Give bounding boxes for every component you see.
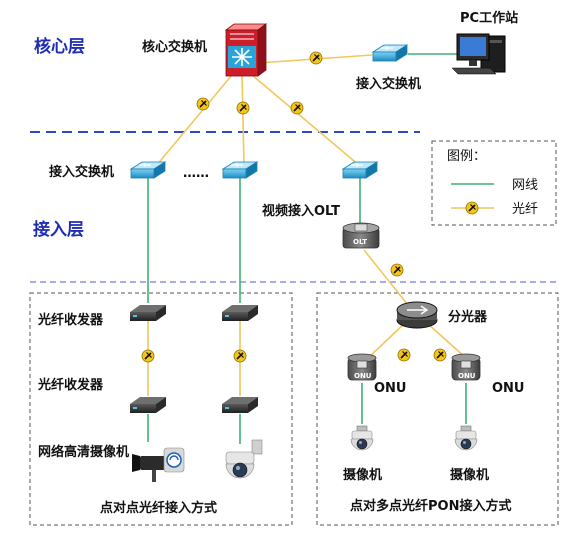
legend-cable-label: 网线 [512,178,538,193]
video-olt-label: 视频接入OLT [262,203,340,219]
dome-camera-pon-left-icon[interactable] [350,425,374,451]
core-switch-label: 核心交换机 [142,39,207,55]
legend-fiber-label: 光纤 [512,202,538,217]
access-switch-top-icon[interactable] [372,44,408,62]
access-switch-3-icon[interactable] [342,161,378,179]
pc-workstation-icon[interactable] [451,33,506,75]
access-layer-label: 接入层 [33,219,84,240]
core-switch-icon[interactable] [224,23,268,77]
access-switch-2-icon[interactable] [222,161,258,179]
fiber-transceiver-1b-icon[interactable] [222,305,258,321]
pc-workstation-label: PC工作站 [460,10,518,26]
onu-right-badge: ONU [458,372,476,380]
p2p-group-caption: 点对点光纤接入方式 [100,500,217,516]
camera-right-label: 摄像机 [450,467,489,483]
legend-fiber-marker [465,201,479,215]
onu-right-label: ONU [492,381,525,396]
fiber-links [147,54,467,396]
legend-box [431,140,557,226]
fiber-transceiver-2b-icon[interactable] [222,397,258,413]
pon-group-box [316,292,559,526]
onu-left-badge: ONU [354,372,372,380]
ellipsis-label: …… [183,166,209,181]
cable-links [147,53,467,444]
camera-left-label: 摄像机 [343,467,382,483]
hd-camera-label: 网络高清摄像机 [38,444,129,460]
legend-title: 图例： [447,149,486,164]
fiber-transceiver-2a-icon[interactable] [130,397,166,413]
fiber-transceiver-2-label: 光纤收发器 [37,377,104,393]
splitter-label: 分光器 [448,309,488,325]
onu-left-label: ONU [374,381,407,396]
olt-icon[interactable] [342,222,380,249]
dome-camera-pon-right-icon[interactable] [454,425,478,451]
hd-bullet-camera-icon[interactable] [132,447,185,482]
fiber-transceiver-1-label: 光纤收发器 [37,312,104,328]
dome-camera-p2p-icon[interactable] [225,439,263,479]
access-switch-left-label: 接入交换机 [49,164,114,180]
p2p-group-box [29,292,293,526]
core-layer-label: 核心层 [34,36,85,57]
pon-group-caption: 点对多点光纤PON接入方式 [350,498,511,514]
fiber-transceiver-1a-icon[interactable] [130,305,166,321]
access-switch-top-label: 接入交换机 [356,76,421,92]
splitter-icon[interactable] [396,301,438,329]
access-switch-1-icon[interactable] [130,161,166,179]
olt-badge: OLT [353,238,367,246]
